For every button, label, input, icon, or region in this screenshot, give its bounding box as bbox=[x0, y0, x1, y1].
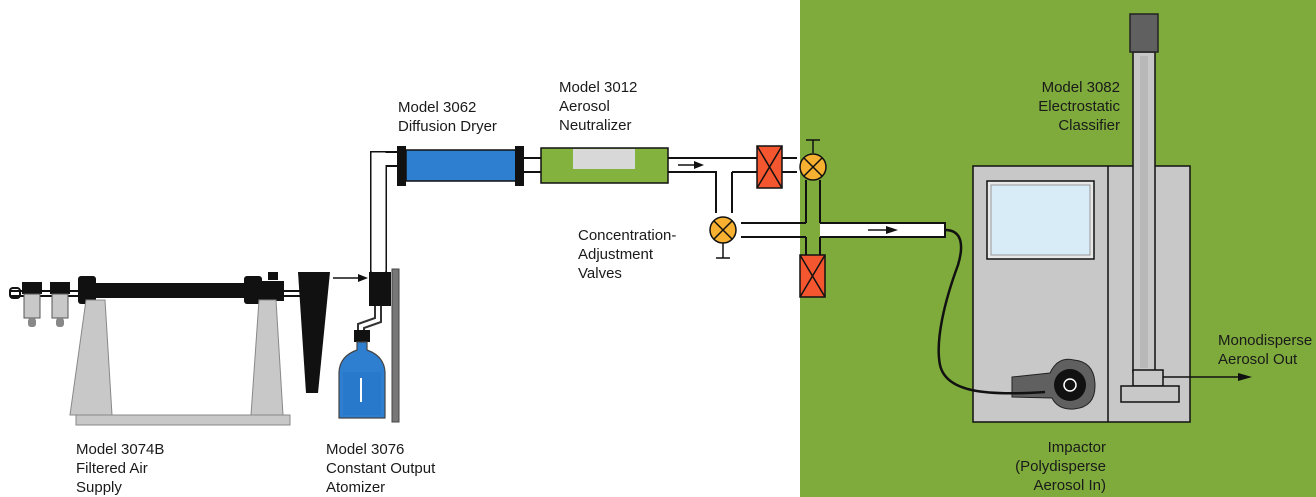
output-label: Monodisperse Aerosol Out bbox=[1218, 332, 1313, 368]
filter-upper bbox=[756, 145, 783, 189]
monodisperse-output-arrow bbox=[1163, 373, 1252, 381]
valve-lower bbox=[709, 216, 737, 259]
atomizer-label: Model 3076 Constant Output Atomizer bbox=[326, 441, 436, 496]
filter-canister-2 bbox=[50, 282, 70, 327]
dryer-label: Model 3062 Diffusion Dryer bbox=[398, 99, 497, 135]
filter-canister-1 bbox=[22, 282, 42, 327]
impactor-label: Impactor (Polydisperse Aerosol In) bbox=[1015, 439, 1106, 494]
electrostatic-classifier bbox=[972, 13, 1191, 423]
flow-arrow-to-valves bbox=[678, 161, 704, 169]
aerosol-neutralizer bbox=[540, 147, 669, 184]
flow-arrow-into-atomizer bbox=[333, 274, 368, 282]
filtered-air-supply bbox=[9, 272, 330, 426]
impactor bbox=[1011, 358, 1096, 410]
flow-arrow-to-classifier bbox=[868, 226, 898, 234]
classifier-label: Model 3082 Electrostatic Classifier bbox=[1038, 79, 1120, 134]
outlet-tubing bbox=[370, 151, 399, 272]
filter-lower bbox=[799, 254, 826, 298]
air-supply-label: Model 3074B Filtered Air Supply bbox=[76, 441, 165, 496]
valve-upper bbox=[799, 139, 827, 181]
valves-label: Concentration- Adjustment Valves bbox=[578, 227, 677, 282]
neutralizer-label: Model 3012 Aerosol Neutralizer bbox=[559, 79, 638, 134]
sample-hose bbox=[937, 228, 1046, 395]
diffusion-dryer bbox=[397, 146, 541, 186]
constant-output-atomizer bbox=[338, 268, 400, 423]
